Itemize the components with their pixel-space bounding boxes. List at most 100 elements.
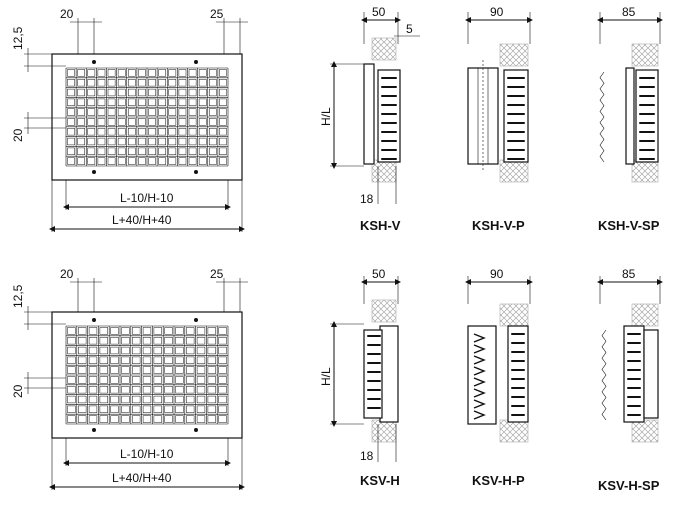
grille-cell: [88, 405, 98, 413]
grille-cell: [138, 157, 146, 165]
grille-cell: [218, 405, 227, 413]
grille-cell: [132, 386, 141, 394]
chevron-blade: [473, 355, 486, 365]
grille-cell: [77, 79, 85, 87]
grille-cell: [107, 79, 116, 87]
grille-cell: [107, 118, 116, 126]
grille-cell: [186, 346, 195, 355]
grille-cell: [128, 128, 136, 136]
grille-cell: [188, 157, 197, 165]
grille-cell: [175, 327, 184, 335]
grille-cell: [219, 98, 227, 106]
depth-dim: 85: [622, 5, 636, 19]
grille-cell: [78, 327, 87, 335]
grille-cell: [132, 376, 141, 384]
grille-cell: [87, 147, 96, 155]
grille-cell: [188, 108, 197, 116]
screw-hole: [92, 428, 96, 432]
grille-cell: [178, 108, 187, 116]
grille-cell: [153, 415, 162, 423]
grille-cell: [138, 147, 146, 155]
grille-cell: [178, 137, 187, 146]
grille-cell: [178, 157, 187, 165]
grille-cell: [209, 69, 217, 77]
grille-cell: [168, 147, 177, 155]
grille-cell: [198, 128, 207, 136]
grille-cell: [132, 366, 141, 374]
grille-cell: [188, 128, 197, 136]
grille-cell: [148, 157, 156, 165]
chevron-blade: [473, 377, 486, 387]
grille-cell: [168, 128, 177, 136]
grille-cell: [178, 98, 187, 106]
grille-cell: [219, 157, 227, 165]
grille-cell: [207, 386, 216, 394]
screw-hole: [92, 170, 96, 174]
grille-cell: [128, 69, 136, 77]
grille-cell: [67, 108, 75, 116]
grille-cell: [175, 337, 184, 345]
grille-cell: [78, 415, 87, 423]
depth-dim: 90: [490, 267, 504, 281]
grille-cell: [219, 69, 227, 77]
grille-cell: [209, 108, 217, 116]
height-label: H/L: [319, 107, 333, 126]
depth-dim: 50: [372, 5, 386, 19]
grille-cell: [128, 147, 136, 155]
grille-cell: [67, 395, 76, 404]
grille-cell: [188, 98, 197, 106]
dim-inner: L-10/H-10: [120, 447, 174, 461]
grille-cell: [218, 366, 227, 374]
grille-cell: [97, 128, 106, 136]
grille-cell: [209, 79, 217, 87]
grille-cell: [77, 88, 85, 97]
grille-cell: [148, 88, 156, 97]
grille-cell: [207, 395, 216, 404]
grille-cell: [132, 415, 141, 423]
grille-cell: [218, 376, 227, 384]
grille-cell: [99, 405, 108, 413]
grille-cell: [67, 327, 76, 335]
grille-cell: [168, 118, 177, 126]
grille-cell: [110, 356, 119, 364]
grille-cell: [110, 327, 119, 335]
grille-cell: [175, 346, 184, 355]
chevron-blade: [473, 366, 486, 376]
grille-cell: [97, 88, 106, 97]
chevron-blade: [473, 333, 486, 343]
grille-cell: [207, 346, 216, 355]
grille-cell: [78, 337, 87, 345]
grille-cell: [196, 346, 206, 355]
screw-hole: [92, 318, 96, 322]
grille-cell: [87, 88, 96, 97]
grille-cell: [67, 157, 75, 165]
grille-cell: [117, 137, 126, 146]
grille-cell: [209, 157, 217, 165]
grille-cell: [178, 88, 187, 97]
grille-cell: [77, 147, 85, 155]
grille-cell: [219, 108, 227, 116]
grille-cell: [186, 405, 195, 413]
grille-cell: [67, 147, 75, 155]
grille-cell: [128, 88, 136, 97]
grille-cell: [188, 79, 197, 87]
grille-cell: [153, 405, 162, 413]
grille-cell: [188, 147, 197, 155]
grille-cell: [117, 128, 126, 136]
dim-slot-width: 20: [60, 267, 74, 281]
bottom-dim: 18: [360, 449, 374, 463]
section-ksv-h-sp: 85 KSV-H-SP: [597, 267, 663, 493]
screw-hole: [92, 60, 96, 64]
grille-cell: [77, 108, 85, 116]
grille-cell: [67, 69, 75, 77]
grille-cell: [88, 346, 98, 355]
grille-cell: [78, 386, 87, 394]
screw-hole: [194, 318, 198, 322]
depth-dim: 85: [622, 267, 636, 281]
section-ksh-v-sp: 85 KSH-V-SP: [597, 5, 663, 233]
grille-cell: [121, 346, 130, 355]
grille-cell: [67, 137, 75, 146]
grille-cell: [209, 128, 217, 136]
grille-cell: [175, 405, 184, 413]
